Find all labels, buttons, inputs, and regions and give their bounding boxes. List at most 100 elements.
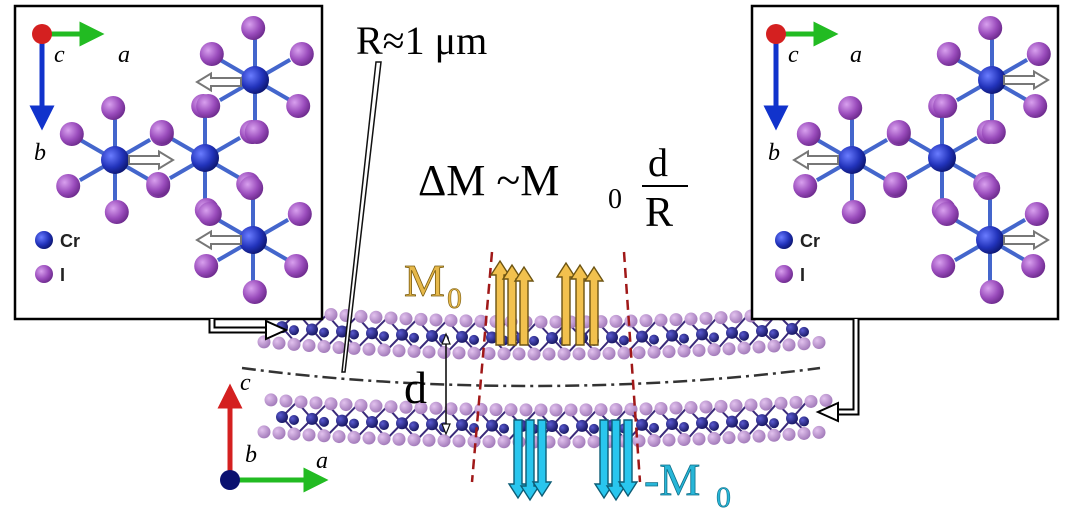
iodine-atom <box>317 340 331 354</box>
iodine-atom <box>482 435 496 449</box>
iodine-atom <box>662 433 676 447</box>
iodine-atom <box>812 336 826 350</box>
left-inset-axes: c a b <box>29 21 130 166</box>
iodine-atom <box>369 310 383 324</box>
inset-spin-arrow <box>195 71 242 93</box>
iodine-atom <box>437 434 451 448</box>
chromium-atom <box>456 330 468 343</box>
inset-chromium-atom <box>101 146 129 174</box>
chromium-atom <box>799 326 809 337</box>
right-inset-axes: c a b <box>763 21 862 166</box>
right-inset-legend-cr: Cr <box>800 231 820 251</box>
chromium-atom <box>289 414 299 425</box>
iodine-atom <box>714 399 728 413</box>
inset-iodine-atom <box>56 174 81 198</box>
formula: ΔM ~M 0 d R <box>418 140 688 236</box>
iodine-atom <box>347 430 361 444</box>
chromium-atom <box>486 419 498 432</box>
inset-iodine-atom <box>979 280 1004 304</box>
iodine-atom <box>759 397 773 411</box>
inset-iodine-atom <box>239 176 264 200</box>
chromium-atom <box>409 421 419 432</box>
chromium-atom <box>319 416 329 427</box>
chromium-atom <box>786 322 798 335</box>
iodine-atom <box>602 346 616 360</box>
iodine-atom <box>264 393 278 407</box>
moment-up-arrow <box>583 265 605 346</box>
iodine-atom <box>444 402 458 416</box>
inset-iodine-atom <box>1021 254 1046 278</box>
moment-up-arrow <box>501 263 523 346</box>
inset-iodine-atom <box>933 94 958 118</box>
iodine-atom <box>527 347 541 361</box>
iodine-atom <box>407 344 421 358</box>
chromium-atom <box>726 326 738 339</box>
inset-chromium-atom <box>928 144 956 172</box>
iodine-atom <box>737 341 751 355</box>
iodine-atom <box>384 311 398 325</box>
chromium-atom <box>319 327 329 338</box>
iodine-atom <box>287 337 301 351</box>
left-inset-axis-c: c <box>54 42 65 68</box>
iodine-atom <box>752 429 766 443</box>
iodine-atom <box>549 315 563 329</box>
interlayer-distance-arrow <box>441 332 451 436</box>
chromium-atom <box>456 419 468 432</box>
formula-denominator: R <box>645 190 673 236</box>
iodine-atom <box>429 313 443 327</box>
main-axes: c b a <box>217 370 329 493</box>
inset-iodine-atom <box>981 120 1006 144</box>
iodine-atom <box>632 434 646 448</box>
left-inset-connector-arrow <box>208 319 289 341</box>
inset-iodine-atom <box>101 96 126 120</box>
iodine-atom <box>294 395 308 409</box>
iodine-atom <box>797 337 811 351</box>
inset-chromium-atom <box>241 66 269 94</box>
iodine-atom <box>399 400 413 414</box>
moment-down-arrow <box>507 419 529 500</box>
moment-up-arrow <box>513 265 535 346</box>
domain-wall-left <box>470 251 494 483</box>
iodine-atom <box>639 314 653 328</box>
iodine-atom <box>489 403 503 417</box>
iodine-atom <box>452 434 466 448</box>
iodine-atom <box>684 312 698 326</box>
iodine-atom <box>774 396 788 410</box>
inset-iodine-atom <box>284 254 309 278</box>
iodine-atom <box>257 425 271 439</box>
iodine-atom <box>482 347 496 361</box>
svg-text:0: 0 <box>716 481 731 511</box>
main-axes-b-axis-dot <box>220 470 240 490</box>
iodine-atom <box>309 396 323 410</box>
iodine-atom <box>789 395 803 409</box>
chromium-atom <box>696 328 708 341</box>
iodine-atom <box>744 398 758 412</box>
iodine-atom <box>669 401 683 415</box>
chromium-atom <box>559 423 569 434</box>
iodine-atom <box>279 394 293 408</box>
inset-iodine-atom <box>241 16 266 40</box>
moment-up-arrow <box>555 261 577 346</box>
right-inset-crystal <box>792 16 1051 304</box>
iodine-atom <box>332 341 346 355</box>
iodine-atom <box>414 401 428 415</box>
iodine-atom <box>737 430 751 444</box>
iodine-atom <box>459 314 473 328</box>
left-inset: c a b Cr I <box>13 4 324 321</box>
iodine-atom <box>752 340 766 354</box>
iodine-atom <box>452 346 466 360</box>
iodine-atom <box>444 313 458 327</box>
iodine-atom <box>474 314 488 328</box>
inset-iodine-atom <box>931 254 956 278</box>
moment-up-arrow <box>569 263 591 346</box>
iodine-atom <box>684 401 698 415</box>
inset-spin-arrow <box>195 229 242 251</box>
inset-iodine-atom <box>934 202 959 226</box>
svg-text:-M: -M <box>644 454 700 505</box>
iodine-atom <box>572 347 586 361</box>
left-inset-legend-i: I <box>60 265 65 285</box>
inset-iodine-atom <box>59 122 84 146</box>
chromium-atom <box>786 412 798 425</box>
iodine-atom <box>272 426 286 440</box>
